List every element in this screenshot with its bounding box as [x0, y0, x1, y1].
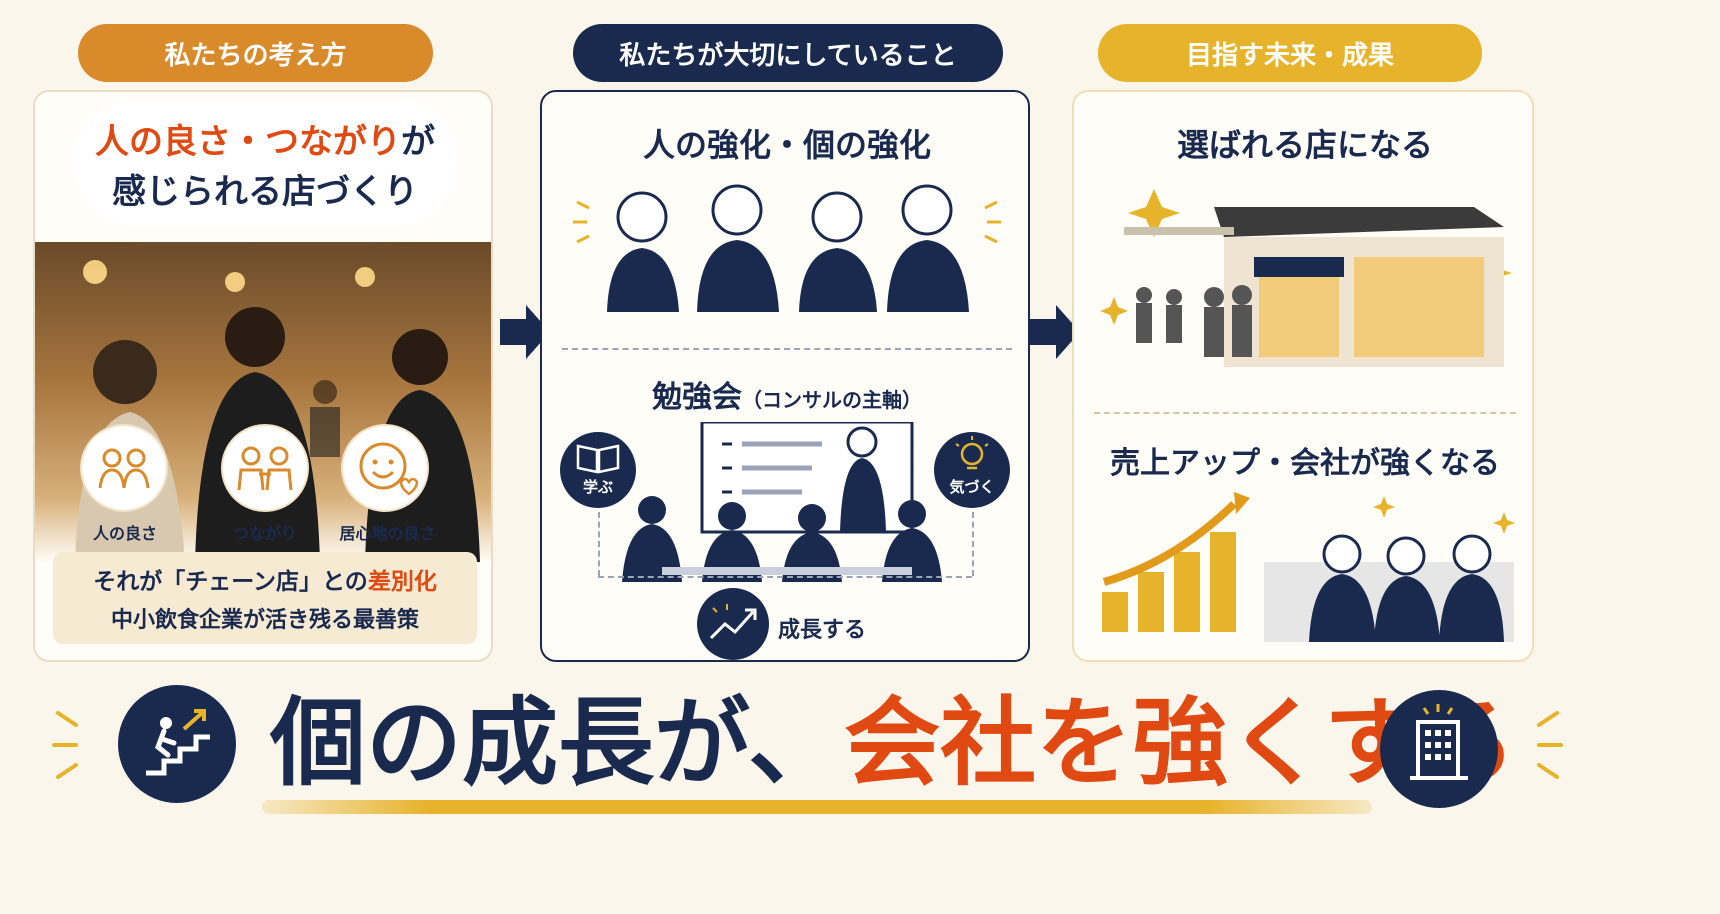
climb-badge: [118, 685, 236, 803]
middle-panel: 人の強化・個の強化 勉強会（コンサルの主軸）: [540, 90, 1030, 662]
grow-label: 成長する: [778, 618, 867, 643]
diff-line1: それが「チェーン店」との差別化: [53, 562, 477, 596]
lightbulb-icon: [955, 436, 989, 470]
icon-label-comfort: 居心地の良さ: [339, 524, 436, 543]
book-icon: [576, 444, 620, 474]
study-session-illustration: [622, 422, 942, 582]
study-title: 勉強会: [652, 380, 742, 415]
grow-badge: [697, 588, 769, 660]
people-icon: [98, 448, 150, 489]
restaurant-scene: [75, 260, 480, 562]
spark-lines-left: [52, 711, 78, 779]
notice-badge: 気づく: [934, 432, 1010, 508]
right-title2: 売上アップ・会社が強くなる: [1110, 446, 1500, 481]
header-middle-pill: 私たちが大切にしていること: [573, 24, 1003, 82]
bottom-connector: [598, 576, 972, 578]
headline-suffix: が: [401, 122, 435, 162]
header-middle-label: 私たちが大切にしていること: [619, 40, 957, 71]
learn-badge: 学ぶ: [560, 432, 636, 508]
headline-cloud: [75, 100, 455, 225]
headline-highlight: 人の良さ・つながり: [95, 122, 401, 162]
diff-line2: 中小飲食企業が活き残る最善策: [110, 608, 419, 633]
arrow-right-icon: [500, 305, 550, 359]
header-left-label: 私たちの考え方: [164, 40, 347, 71]
right-divider: [1094, 412, 1516, 414]
icon-label-people: 人の良さ: [92, 524, 157, 543]
spark-lines-right: [1537, 711, 1563, 779]
diff-prefix: それが「チェーン店」との: [93, 569, 368, 595]
slogan-underline: [262, 800, 1372, 814]
notice-connector: [972, 512, 974, 576]
learn-connector: [598, 512, 600, 576]
smile-heart-icon: [359, 442, 419, 496]
right-title1: 選ばれる店になる: [1176, 126, 1433, 164]
company-badge: [1380, 690, 1498, 808]
arrow-right-icon-2: [1030, 305, 1080, 359]
slogan: 個の成長が、会社を強くする: [270, 687, 1516, 799]
header-right-pill: 目指す未来・成果: [1098, 24, 1482, 82]
learn-label: 学ぶ: [582, 478, 613, 496]
growth-arrow-icon: [709, 604, 757, 640]
icon-label-connect: つながり: [232, 524, 297, 543]
climbing-stairs-icon: [146, 709, 210, 776]
icon-circle-connect: [221, 424, 309, 512]
header-left-pill: 私たちの考え方: [78, 24, 433, 82]
headline-line2: 感じられる店づくり: [112, 172, 418, 212]
icon-circle-smile: [341, 424, 429, 512]
staff-group-illustration: [573, 184, 1001, 312]
middle-title1: 人の強化・個の強化: [642, 126, 931, 164]
growth-chart-illustration: [1102, 492, 1515, 642]
icon-circle-people: [80, 424, 168, 512]
middle-title2: 勉強会（コンサルの主軸）: [542, 372, 1032, 416]
connect-icon: [237, 446, 293, 491]
diff-highlight: 差別化: [367, 569, 437, 595]
right-panel: 選ばれる店になる 売上アップ・会社が強くなる: [1072, 90, 1534, 662]
differentiation-box: [53, 552, 477, 644]
notice-label: 気づく: [949, 478, 995, 496]
building-icon: [1410, 704, 1468, 780]
storefront-illustration: [1100, 189, 1512, 367]
left-panel: 人の良さ・つながりが 感じられる店づくり 人の良さ つながり 居心地の良さ: [33, 90, 493, 662]
headline-line1: 人の良さ・つながりが: [35, 114, 491, 163]
slogan-part1: 個の成長が、: [270, 687, 845, 799]
study-subtitle: （コンサルの主軸）: [742, 388, 922, 412]
header-right-label: 目指す未来・成果: [1185, 40, 1394, 71]
middle-divider: [562, 348, 1012, 350]
